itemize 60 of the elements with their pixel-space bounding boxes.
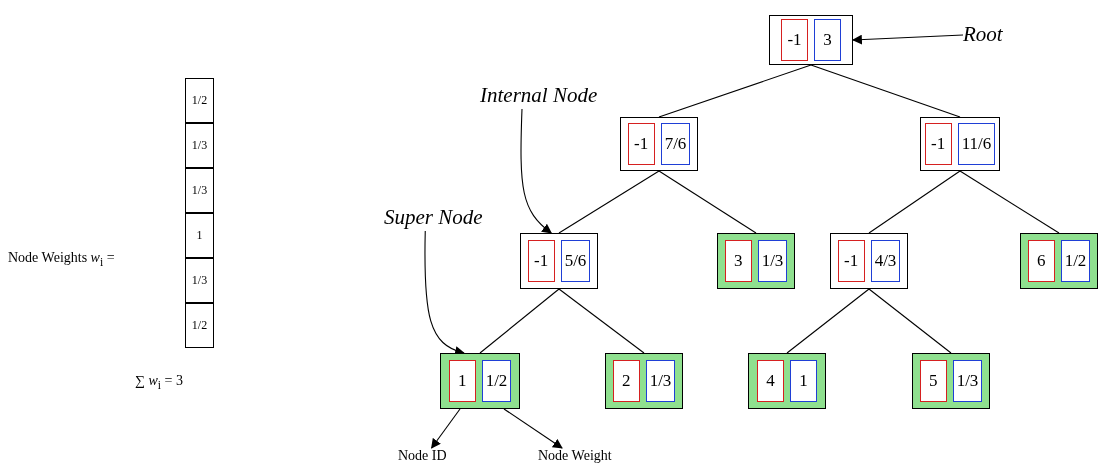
leaf-node-box: [748, 353, 826, 409]
annotation-text: Node Weight: [538, 448, 618, 466]
node-weight-cell: 1/2: [481, 360, 512, 402]
node-weight-cell: 7/6: [660, 123, 691, 165]
annotation-text: Root: [963, 22, 1023, 48]
node-id-cell: -1: [837, 240, 865, 282]
connector-line: [558, 170, 660, 234]
node-id-cell: 3: [724, 240, 752, 282]
node-id-cell: 1: [448, 360, 476, 402]
node-weight-cell: 3: [814, 19, 841, 61]
arrow: [852, 34, 964, 45]
leaf-node-box: [440, 353, 520, 409]
connector-line: [658, 64, 812, 118]
node-id-cell: -1: [527, 240, 555, 282]
leaf-node-box: [717, 233, 795, 289]
node-weight-cell: 1/3: [757, 240, 788, 282]
tree-node-box: [830, 233, 908, 289]
equation-text: ∑ w$_{i}$ = 3: [135, 373, 183, 392]
node-id-cell: 6: [1027, 240, 1055, 282]
node-id-cell: 4: [757, 360, 784, 402]
connector-line: [868, 170, 961, 234]
leaf-node-box: [1020, 233, 1098, 289]
connector-line: [810, 64, 961, 118]
node-id-cell: -1: [627, 123, 655, 165]
node-weight-cell: 1/3: [645, 360, 676, 402]
weight-vector-cell: 1/2: [185, 78, 214, 123]
weight-vector-cell: 1/3: [185, 123, 214, 168]
node-weight-cell: 5/6: [560, 240, 591, 282]
equation-text: Node Weights w$_{i}$ =: [8, 250, 115, 269]
node-weight-cell: 1/3: [952, 360, 983, 402]
annotation-text: Node ID: [398, 448, 454, 466]
connector-line: [479, 288, 560, 354]
weight-vector-cell: 1/3: [185, 258, 214, 303]
node-id-cell: 2: [612, 360, 640, 402]
tree-node-box: [769, 15, 853, 65]
node-id-cell: -1: [924, 123, 952, 165]
node-id-cell: -1: [781, 19, 808, 61]
arrow: [431, 408, 461, 449]
weight-vector-cell: 1/3: [185, 168, 214, 213]
connector-line: [786, 288, 870, 354]
node-id-cell: 5: [919, 360, 947, 402]
leaf-node-box: [605, 353, 683, 409]
leaf-node-box: [912, 353, 990, 409]
node-weight-cell: 11/6: [957, 123, 996, 165]
tree-node-box: [520, 233, 598, 289]
annotation-text: Internal Node: [480, 83, 630, 109]
node-weight-cell: 1/2: [1060, 240, 1091, 282]
connector-line: [959, 170, 1060, 234]
connector-line: [558, 288, 645, 354]
node-weight-cell: 1: [790, 360, 817, 402]
weight-vector-cell: 1: [185, 213, 214, 258]
node-weight-cell: 4/3: [870, 240, 901, 282]
tree-node-box: [920, 117, 1000, 171]
arrow: [520, 108, 552, 234]
tree-node-box: [620, 117, 698, 171]
annotation-text: Super Node: [384, 205, 509, 231]
connector-line: [868, 288, 952, 354]
connector-line: [658, 170, 757, 234]
weight-vector-cell: 1/2: [185, 303, 214, 348]
arrow: [503, 408, 563, 449]
